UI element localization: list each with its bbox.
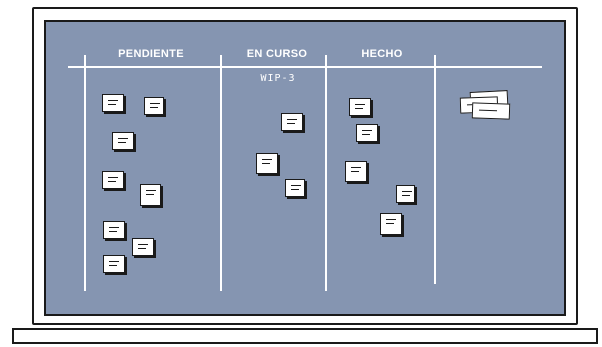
archived-card <box>471 102 511 120</box>
kanban-board <box>44 20 566 316</box>
sticky-note[interactable] <box>144 97 164 115</box>
sticky-note[interactable] <box>132 238 154 256</box>
sticky-note[interactable] <box>396 185 415 203</box>
archived-notes-stack[interactable] <box>458 90 518 123</box>
column-divider-3 <box>434 55 436 284</box>
sticky-note[interactable] <box>281 113 303 131</box>
sticky-note[interactable] <box>103 221 125 239</box>
sticky-note[interactable] <box>285 179 305 197</box>
sticky-note[interactable] <box>102 94 124 112</box>
column-divider-2 <box>325 55 327 291</box>
sticky-note[interactable] <box>345 161 367 182</box>
whiteboard-tray <box>12 328 598 344</box>
header-divider <box>68 66 542 68</box>
sticky-note[interactable] <box>349 98 371 116</box>
column-header-en-curso: EN CURSO <box>246 48 308 60</box>
sticky-note[interactable] <box>140 184 161 206</box>
column-header-hecho: HECHO <box>361 48 403 60</box>
sticky-note[interactable] <box>103 255 125 273</box>
sticky-note[interactable] <box>380 213 402 235</box>
sticky-note[interactable] <box>102 171 124 189</box>
sticky-note[interactable] <box>112 132 134 150</box>
column-divider-left <box>84 55 86 291</box>
column-header-pendiente: PENDIENTE <box>118 48 184 60</box>
sticky-note[interactable] <box>356 124 378 142</box>
sticky-note[interactable] <box>256 153 278 174</box>
wip-limit-label: WIP-3 <box>260 73 296 84</box>
column-divider-1 <box>220 55 222 291</box>
